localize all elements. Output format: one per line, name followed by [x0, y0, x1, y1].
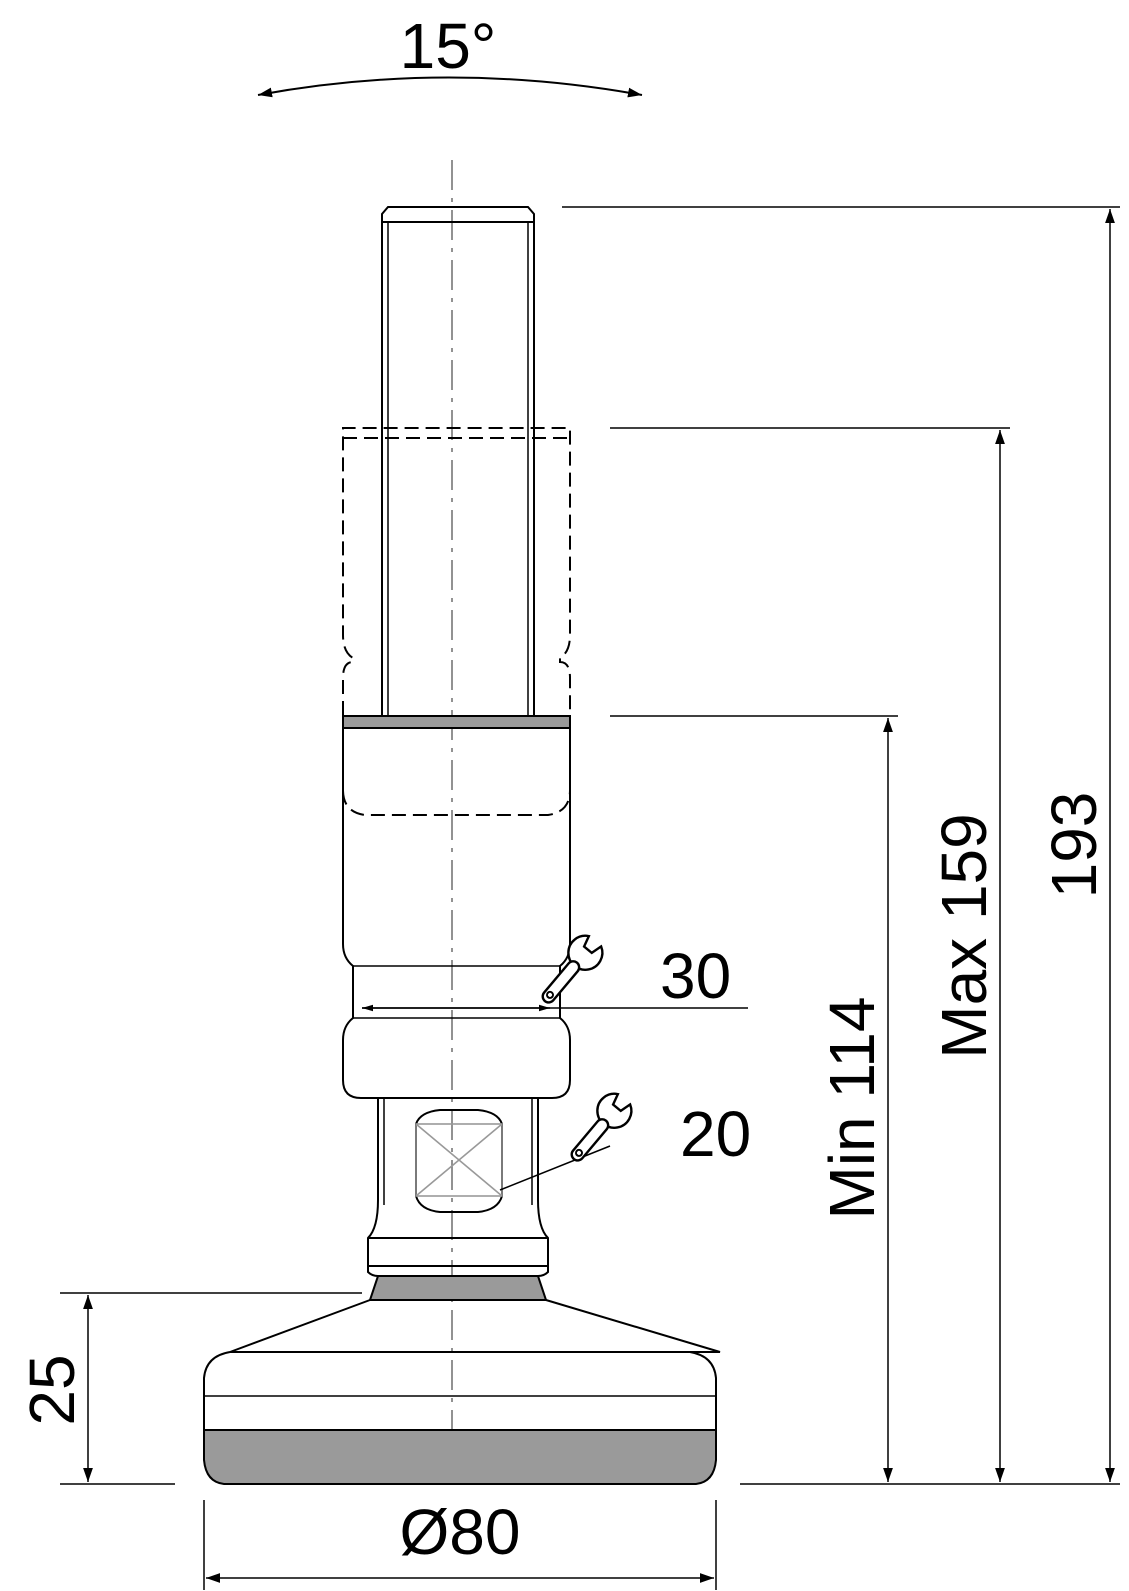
wrench-size-lower: 20: [499, 1092, 751, 1191]
dimension-min-height: Min 114: [816, 718, 893, 1482]
wrench-size-lower-label: 20: [680, 1098, 751, 1170]
dimension-max-height: Max 159: [928, 430, 1005, 1482]
rubber-pad: [203, 1429, 717, 1485]
threaded-spindle: [381, 206, 535, 715]
base-height-label: 25: [16, 1354, 88, 1425]
wrench-icon: [570, 1092, 633, 1162]
overall-height-label: 193: [1038, 792, 1110, 899]
min-height-label: Min 114: [816, 997, 888, 1220]
rubber-collar: [368, 1275, 548, 1301]
dimension-overall-height: 193: [1038, 209, 1115, 1482]
wrench-size-upper: 30: [362, 934, 748, 1012]
upper-body-top-ring: [342, 715, 571, 729]
dimension-base-diameter: Ø80: [206, 1496, 714, 1583]
extension-lines: [60, 206, 1120, 1590]
base-foot: [203, 1275, 721, 1485]
upper-body-max-position: [342, 427, 571, 715]
wrench-size-upper-label: 30: [660, 940, 731, 1012]
upper-body: [342, 715, 571, 1099]
lower-neck: [367, 1098, 549, 1277]
max-height-label: Max 159: [928, 813, 1000, 1058]
wrench-icon: [541, 934, 604, 1004]
tilt-angle-label: 15°: [400, 10, 497, 82]
dimension-base-height: 25: [16, 1295, 93, 1482]
base-diameter-label: Ø80: [400, 1496, 521, 1568]
tilt-angle-indicator: 15°: [257, 10, 643, 98]
